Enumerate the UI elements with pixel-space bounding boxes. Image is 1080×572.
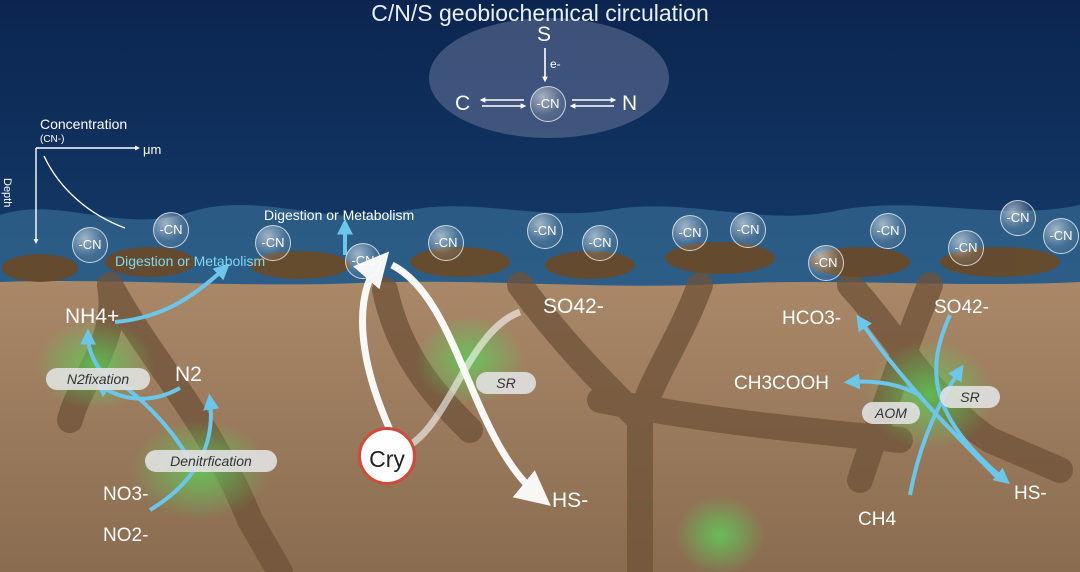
digestion-label-top: Digestion or Metabolism bbox=[264, 207, 415, 223]
cycle-arrows bbox=[479, 48, 617, 109]
graph-ysub: (CN-) bbox=[40, 134, 65, 145]
sr-right-pill: SR bbox=[940, 386, 1000, 408]
cn-bubble: -CN bbox=[1043, 218, 1079, 254]
sediment bbox=[0, 281, 1080, 572]
nh4-label: NH4+ bbox=[65, 305, 120, 328]
so4-center-label: SO42- bbox=[543, 295, 604, 318]
cn-bubble: -CN bbox=[582, 225, 618, 261]
hco3-label: HCO3- bbox=[782, 308, 842, 329]
cn-bubble: -CN bbox=[672, 215, 708, 251]
no2-label: NO2- bbox=[103, 525, 149, 546]
sr-center-pill: SR bbox=[476, 372, 536, 394]
concentration-graph bbox=[33, 145, 140, 244]
cn-bubble: -CN bbox=[948, 230, 984, 266]
no3-label: NO3- bbox=[103, 484, 149, 505]
hs-center-label: HS- bbox=[552, 489, 589, 512]
cn-bubble: -CN bbox=[428, 225, 464, 261]
so4-right-label: SO42- bbox=[934, 297, 989, 318]
hs-right-label: HS- bbox=[1014, 483, 1047, 504]
cycle-cn-bubble: -CN bbox=[530, 86, 566, 122]
seabed-organisms bbox=[2, 242, 1060, 282]
cn-bubble: -CN bbox=[345, 243, 381, 279]
cn-bubble: -CN bbox=[808, 245, 844, 281]
denitrification-pill: Denitrfication bbox=[145, 450, 277, 472]
graph-xunit: μm bbox=[143, 142, 162, 157]
n2-fixation-pill: N2fixation bbox=[46, 368, 150, 390]
cn-bubble: -CN bbox=[72, 227, 108, 263]
cn-bubble: -CN bbox=[730, 212, 766, 248]
graph-ylabel: Concentration bbox=[40, 116, 128, 132]
graph-depth-label: Depth bbox=[1, 178, 13, 208]
cycle-ellipse bbox=[429, 18, 669, 138]
n2-label: N2 bbox=[175, 363, 202, 386]
diagram-title: C/N/S geobiochemical circulation bbox=[371, 0, 709, 26]
cycle-electron-label: e- bbox=[550, 57, 561, 71]
cn-bubble: -CN bbox=[1000, 200, 1036, 236]
aom-pill: AOM bbox=[862, 402, 920, 424]
cry-node: Cry bbox=[358, 427, 416, 485]
cycle-s-label: S bbox=[537, 23, 552, 46]
cn-bubble: -CN bbox=[255, 225, 291, 261]
ch4-label: CH4 bbox=[858, 509, 897, 530]
microbe-cluster bbox=[675, 495, 765, 572]
cycle-c-label: C bbox=[455, 92, 471, 115]
cn-bubble: -CN bbox=[527, 213, 563, 249]
cycle-n-label: N bbox=[622, 92, 638, 115]
cn-bubble: -CN bbox=[870, 213, 906, 249]
digestion-label-left: Digestion or Metabolism bbox=[115, 253, 266, 269]
cn-bubble: -CN bbox=[153, 212, 189, 248]
ch3cooh-label: CH3COOH bbox=[734, 373, 830, 394]
